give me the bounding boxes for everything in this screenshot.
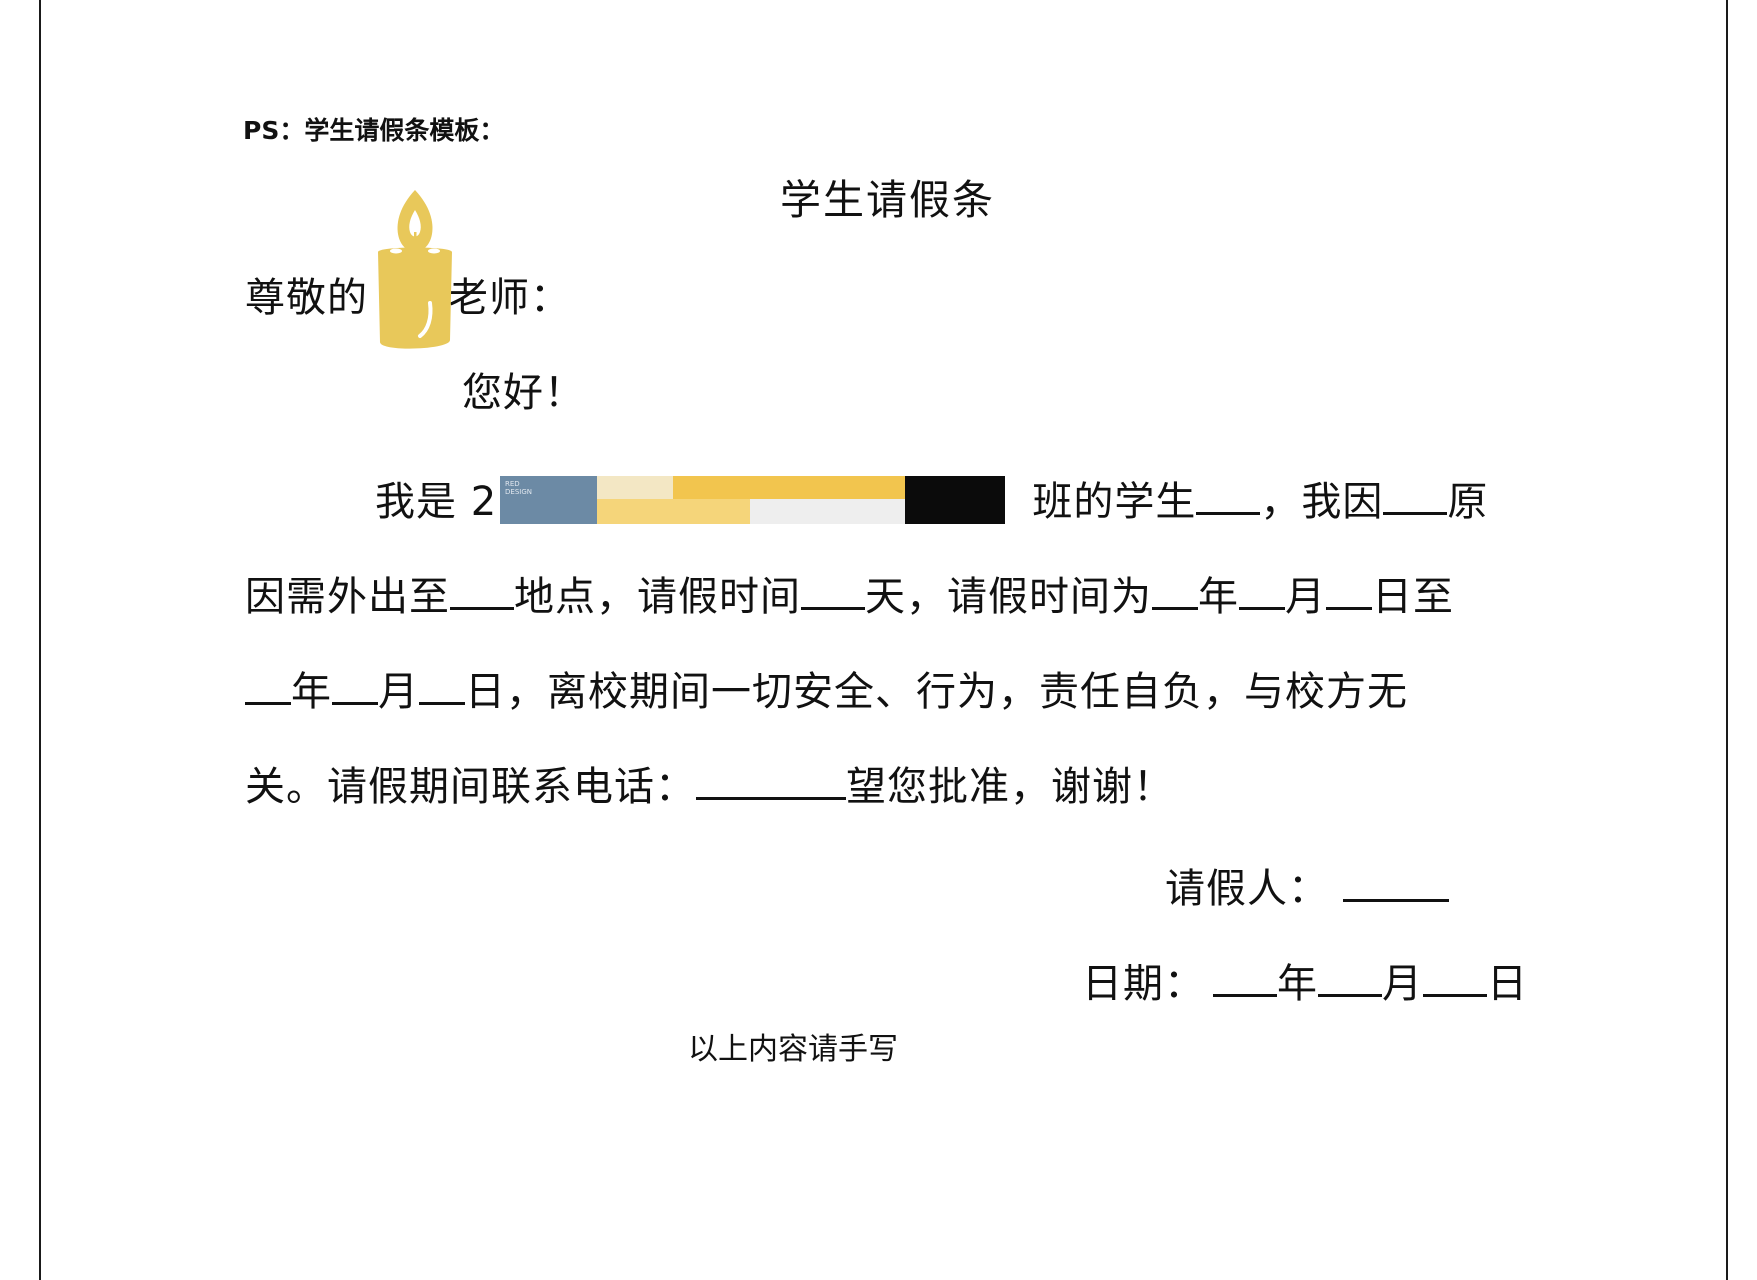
ps-note: PS：学生请假条模板： <box>243 116 505 145</box>
body-line-1: 我是 22 班的学生 ，我因 原 <box>375 474 1488 522</box>
redaction-sticker: RED DESIGN <box>500 476 1010 524</box>
page-border-right <box>1726 0 1728 1280</box>
document-title: 学生请假条 <box>780 176 995 224</box>
year-label: 年 <box>1277 961 1318 1007</box>
blank-field <box>1196 474 1261 515</box>
month-label: 月 <box>1382 961 1423 1007</box>
blank-field <box>332 664 378 705</box>
body-text: 因需外出至 <box>245 574 450 620</box>
body-text: 月 <box>378 669 419 715</box>
body-text: 班的学生 <box>1018 479 1197 525</box>
date-line: 日期： 年 月 日 <box>1082 956 1528 1004</box>
body-line-3: 年月日，离校期间一切安全、行为，责任自负，与校方无 <box>245 664 1408 712</box>
blank-field <box>1326 569 1372 610</box>
body-text: 地点，请假时间 <box>514 574 801 620</box>
sticker-block-cream <box>597 476 673 499</box>
blank-field <box>450 569 514 610</box>
body-line-4: 关。请假期间联系电话： 望您批准，谢谢！ <box>245 759 1174 807</box>
sticker-block-light-yellow <box>597 499 750 524</box>
body-text: 我是 22 <box>375 479 524 525</box>
blank-field <box>419 664 465 705</box>
body-text: 年 <box>1198 574 1239 620</box>
hello-line: 您好！ <box>462 370 585 416</box>
sticker-block-light-gray <box>750 499 905 524</box>
body-text: 年 <box>291 669 332 715</box>
phone-blank-field <box>696 759 846 800</box>
body-line-2: 因需外出至 地点，请假时间 天，请假时间为年月日至 <box>245 569 1454 617</box>
blank-field <box>801 569 865 610</box>
blank-field <box>1423 956 1487 997</box>
body-text: 月 <box>1285 574 1326 620</box>
body-text: 日，离校期间一切安全、行为，责任自负，与校方无 <box>465 669 1408 715</box>
body-text: 关。请假期间联系电话： <box>245 764 696 810</box>
sticker-block-yellow <box>673 476 905 499</box>
sticker-label-line: RED <box>505 480 520 488</box>
body-text: 天，请假时间为 <box>865 574 1152 620</box>
body-text: 原 <box>1447 479 1489 525</box>
greeting-line: 尊敬的 老师： <box>245 278 571 318</box>
sticker-block-blue <box>500 476 597 524</box>
candle-icon <box>370 188 460 358</box>
applicant-line: 请假人： <box>1165 861 1449 909</box>
handwrite-note: 以上内容请手写 <box>688 1032 898 1067</box>
sticker-block-black <box>905 476 1005 524</box>
blank-field <box>1213 956 1277 997</box>
body-text: 望您批准，谢谢！ <box>846 764 1174 810</box>
sticker-label: RED DESIGN <box>505 480 532 497</box>
date-label: 日期： <box>1082 961 1205 1007</box>
blank-field <box>1152 569 1198 610</box>
greeting-suffix: 老师： <box>448 275 571 321</box>
sticker-label-line: DESIGN <box>505 488 532 497</box>
day-label: 日 <box>1487 961 1528 1007</box>
blank-field <box>1239 569 1285 610</box>
page-border-left <box>39 0 41 1280</box>
applicant-label: 请假人： <box>1165 866 1329 912</box>
blank-field <box>1383 474 1448 515</box>
blank-field <box>245 664 291 705</box>
applicant-blank-field <box>1343 861 1449 902</box>
body-text: 日至 <box>1372 574 1454 620</box>
blank-field <box>1318 956 1382 997</box>
body-text: ，我因 <box>1260 479 1384 525</box>
greeting-prefix: 尊敬的 <box>245 275 368 321</box>
